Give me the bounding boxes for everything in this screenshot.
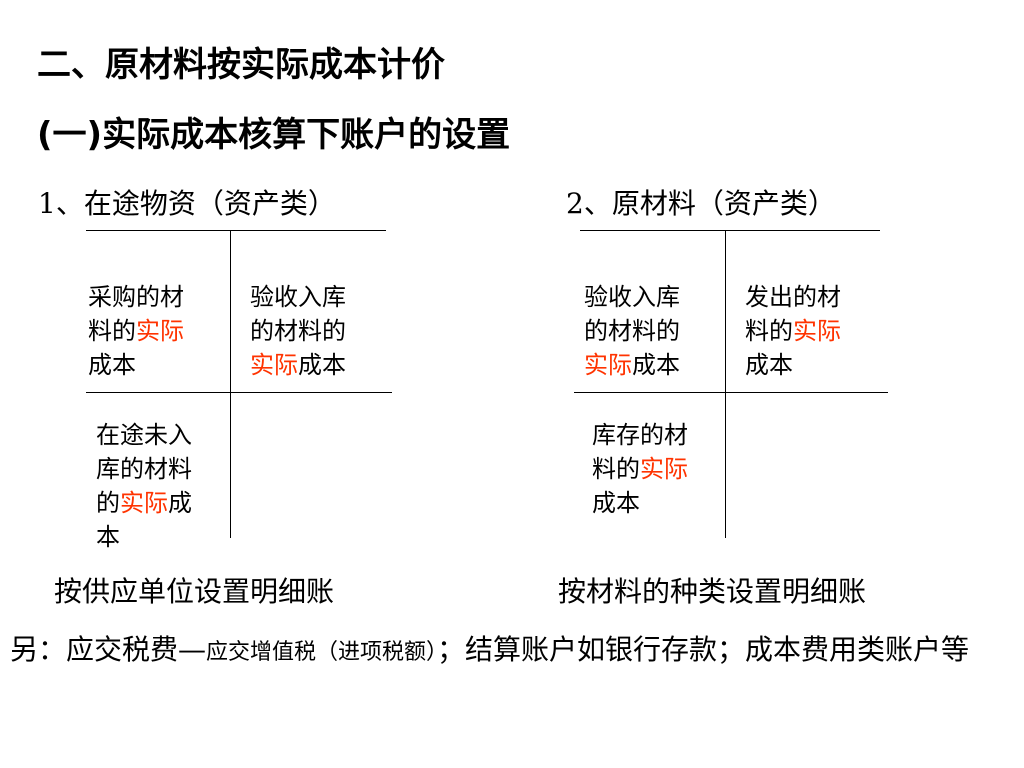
account-1-center-line (230, 230, 231, 538)
account-2-center-line (725, 230, 726, 538)
account-1-detail-label: 按供应单位设置明细账 (54, 575, 335, 608)
account-1-balance-line (86, 392, 392, 393)
page-title: 二、原材料按实际成本计价 (37, 45, 445, 85)
account-1-credit-text: 验收入库 的材料的 实际成本 (250, 283, 346, 379)
account-2-debit-text: 验收入库 的材料的 实际成本 (584, 283, 680, 379)
bottom-note: 另：应交税费—应交增值税（进项税额）；结算账户如银行存款；成本费用类账户等 (10, 633, 970, 666)
account-1-title: 1、在途物资（资产类） (38, 187, 336, 220)
account-2-balance-line (574, 392, 888, 393)
account-1-debit-text: 采购的材 料的实际 成本 (88, 283, 184, 379)
account-2-title: 2、原材料（资产类） (566, 187, 836, 220)
account-2-detail-label: 按材料的种类设置明细账 (558, 575, 867, 608)
account-2-credit-text: 发出的材 料的实际 成本 (745, 283, 841, 379)
account-1-top-line (86, 230, 386, 231)
section-subtitle: (一)实际成本核算下账户的设置 (37, 115, 511, 155)
account-2-balance-text: 库存的材 料的实际 成本 (592, 421, 688, 517)
account-1-balance-text: 在途未入 库的材料 的实际成 本 (96, 421, 192, 551)
account-2-top-line (580, 230, 880, 231)
